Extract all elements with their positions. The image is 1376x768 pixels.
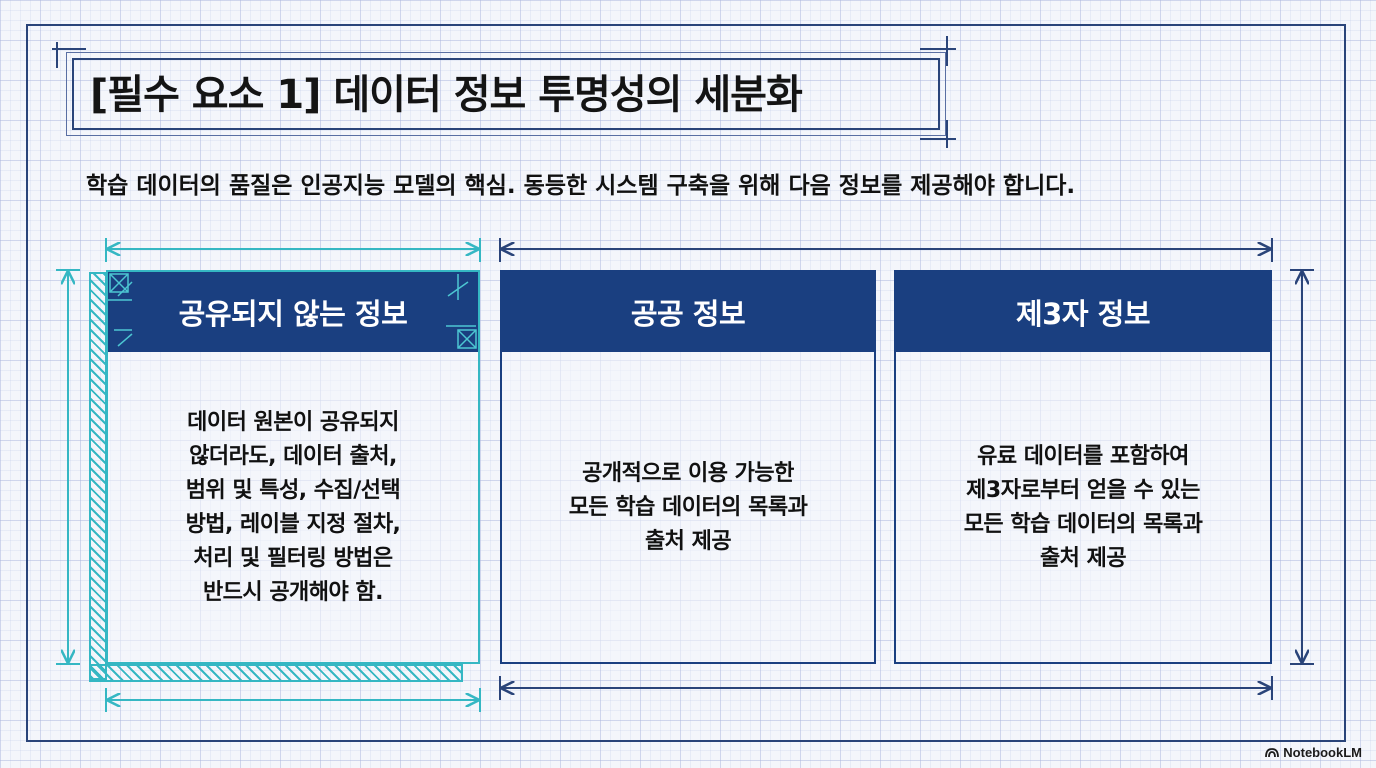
card-third-party-info: 제3자 정보 유료 데이터를 포함하여 제3자로부터 얻을 수 있는 모든 학습… (894, 270, 1272, 664)
card-shadow-hatch (89, 664, 463, 682)
card-body-line: 반드시 공개해야 함. (202, 580, 384, 605)
page-subtitle: 학습 데이터의 품질은 인공지능 모델의 핵심. 동등한 시스템 구축을 위해 … (86, 173, 1076, 199)
card-header: 공유되지 않는 정보 (108, 272, 478, 352)
title-corner-tick (56, 42, 58, 68)
card-title: 공공 정보 (630, 297, 746, 331)
card-body-line: 모든 학습 데이터의 목록과 (568, 495, 808, 520)
card-body-line: 처리 및 필터링 방법은 (193, 546, 393, 571)
title-corner-tick (920, 48, 956, 50)
brand-name: NotebookLM (1283, 745, 1362, 760)
card-body-line: 유료 데이터를 포함하여 (977, 444, 1189, 469)
card-body-line: 모든 학습 데이터의 목록과 (963, 512, 1203, 537)
card-public-info: 공공 정보 공개적으로 이용 가능한 모든 학습 데이터의 목록과 출처 제공 (500, 270, 876, 664)
card-title: 제3자 정보 (1016, 297, 1151, 331)
card-body: 유료 데이터를 포함하여 제3자로부터 얻을 수 있는 모든 학습 데이터의 목… (896, 354, 1270, 662)
card-body-line: 방법, 레이블 지정 절차, (185, 512, 401, 537)
card-body-line: 공개적으로 이용 가능한 (582, 461, 794, 486)
page-frame (26, 24, 1346, 742)
card-body-line: 데이터 원본이 공유되지 (187, 410, 399, 435)
card-header: 공공 정보 (502, 272, 874, 352)
card-title: 공유되지 않는 정보 (178, 297, 408, 331)
title-box (66, 52, 946, 136)
title-corner-tick (946, 36, 948, 66)
brand-watermark: NotebookLM (1265, 745, 1362, 760)
title-corner-tick (920, 138, 956, 140)
card-body: 공개적으로 이용 가능한 모든 학습 데이터의 목록과 출처 제공 (502, 354, 874, 662)
title-corner-tick (52, 48, 86, 50)
page-title: [필수 요소 1] 데이터 정보 투명성의 세분화 (90, 72, 803, 118)
card-header: 제3자 정보 (896, 272, 1270, 352)
card-body-line: 출처 제공 (644, 529, 732, 554)
notebooklm-logo-icon (1265, 747, 1280, 757)
card-body-line: 않더라도, 데이터 출처, (189, 444, 397, 469)
title-corner-tick (946, 120, 948, 148)
card-body: 데이터 원본이 공유되지 않더라도, 데이터 출처, 범위 및 특성, 수집/선… (108, 354, 478, 662)
card-shadow-hatch (89, 272, 107, 680)
card-body-line: 제3자로부터 얻을 수 있는 (966, 478, 1200, 503)
card-body-line: 출처 제공 (1039, 546, 1127, 571)
card-body-line: 범위 및 특성, 수집/선택 (185, 478, 401, 503)
card-unshared-info: 공유되지 않는 정보 데이터 원본이 공유되지 않더라도, 데이터 출처, 범위… (106, 270, 480, 664)
